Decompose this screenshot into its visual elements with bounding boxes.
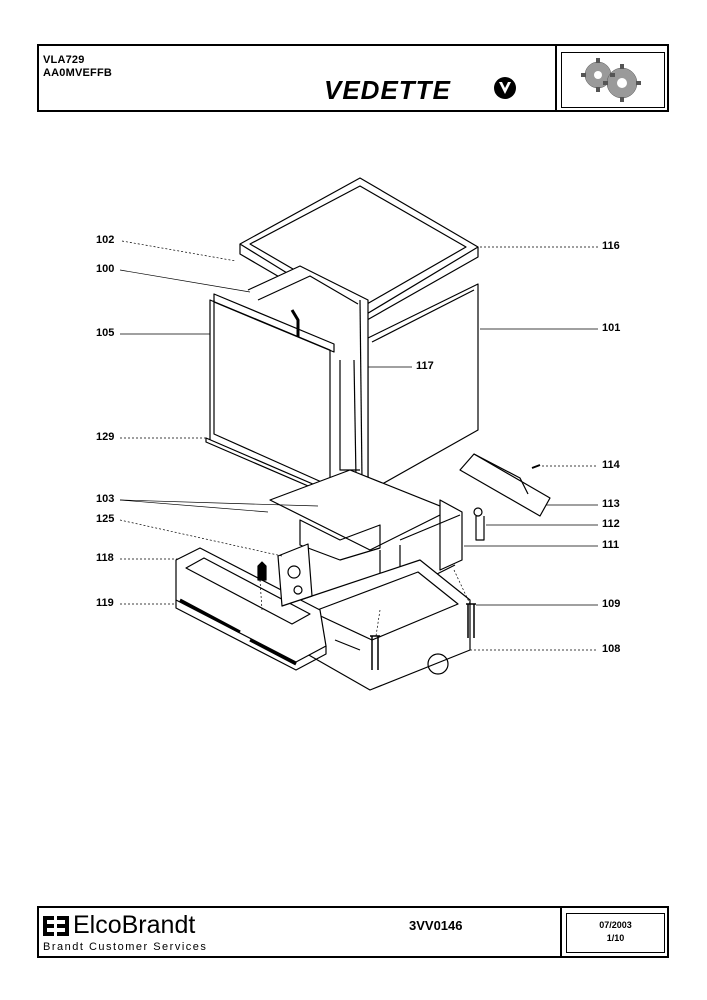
strip-part [353, 359, 357, 479]
callout-114: 114 [602, 459, 620, 471]
circuit-board-part [277, 543, 313, 607]
callout-105: 105 [96, 327, 115, 339]
door-part [209, 293, 335, 493]
document-number: 3VV0146 [409, 918, 463, 933]
callout-113: 113 [602, 498, 620, 510]
company-name: ElcoBrandt [73, 911, 196, 939]
callout-108: 108 [602, 643, 621, 655]
switch-part [257, 561, 267, 581]
screw-part [531, 464, 541, 469]
callout-129: 129 [96, 431, 115, 443]
callout-119: 119 [96, 597, 114, 609]
callout-117: 117 [416, 360, 434, 372]
foot-part [370, 603, 476, 670]
product-code: AA0MVEFFB [43, 67, 113, 79]
brand-name: VEDETTE [324, 75, 451, 105]
callout-118: 118 [96, 552, 114, 564]
service-name: Brandt Customer Services [43, 941, 208, 953]
callout-111: 111 [602, 539, 620, 551]
side-cover-part [459, 453, 551, 517]
callout-109: 109 [602, 598, 621, 610]
header-box: VLA729 AA0MVEFFB VEDETTE [37, 44, 669, 112]
callout-102: 102 [96, 234, 115, 246]
callout-112: 112 [602, 518, 620, 530]
footer-divider [560, 908, 562, 956]
base-tray-part [299, 559, 471, 691]
date-page-box: 07/2003 1/10 [566, 913, 665, 953]
footer-box: ElcoBrandt Brandt Customer Services 3VV0… [37, 906, 669, 958]
callout-116: 116 [602, 240, 620, 252]
base-frame-part [269, 469, 485, 611]
gears-badge [561, 52, 665, 108]
callout-103: 103 [96, 493, 115, 505]
side-panel-part [367, 283, 479, 493]
page-indicator: 1/10 [606, 933, 625, 943]
callout-125: 125 [96, 513, 115, 525]
vedette-v-logo-icon [494, 77, 516, 99]
gears-icon [581, 58, 641, 102]
control-panel-part [175, 547, 327, 671]
company-name-row: ElcoBrandt [43, 911, 195, 940]
callout-100: 100 [96, 263, 115, 275]
model-code: VLA729 [43, 54, 85, 66]
elcobrandt-logo-icon [43, 916, 69, 937]
callout-101: 101 [602, 322, 621, 334]
header-divider [555, 46, 557, 110]
document-date: 07/2003 [599, 920, 632, 930]
